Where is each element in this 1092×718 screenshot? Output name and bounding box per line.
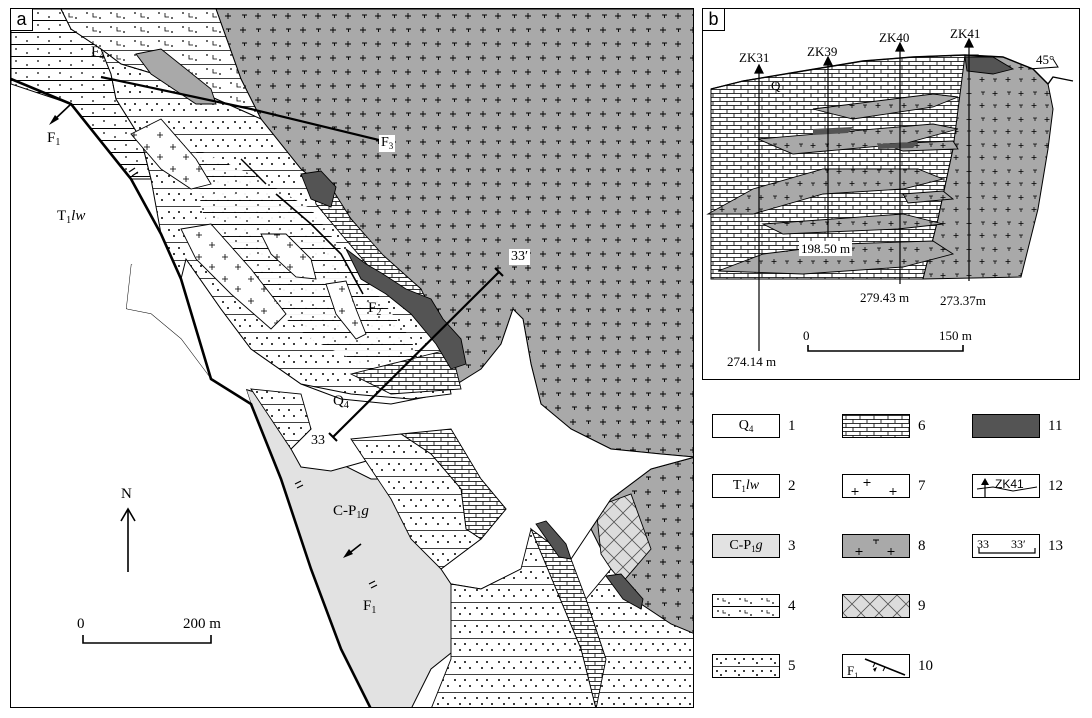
drillhole-zk39 [823, 55, 833, 237]
drillhole-zk40 [895, 41, 905, 284]
scale-bar-a [82, 635, 212, 644]
label-zk41: ZK41 [950, 26, 981, 41]
label-q-section: Q [771, 78, 781, 93]
fault-f1 [11, 77, 372, 707]
scale-a-zero: 0 [77, 616, 85, 632]
fault-f3 [100, 75, 384, 143]
label-q4: Q4 [333, 393, 349, 411]
label-t1lw: T1lw [57, 208, 86, 226]
label-section-start: 33 [309, 433, 327, 449]
cross-section-svg [706, 37, 1074, 352]
scale-a-end: 200 m [183, 616, 221, 632]
drillhole-zk31 [754, 63, 764, 351]
panel-b-section: b ZK31 ZK39 ZK40 ZK41 45° Q 198.50 m 279… [702, 8, 1080, 380]
label-zk31: ZK31 [739, 50, 770, 65]
panel-b-tag: b [703, 9, 725, 31]
scale-bar-b [807, 345, 964, 352]
legend: Q4 1 T1lw 2 C-P1g 3 4 5 6 7 8 9 F1 10 [702, 388, 1080, 710]
section-line-33 [332, 271, 500, 438]
topo-surface [710, 54, 1074, 90]
scale-b-end: 150 m [939, 328, 972, 343]
label-f3: F3 [379, 135, 396, 152]
label-f1-top: F1 [47, 130, 61, 148]
label-f4: F4 [91, 44, 105, 62]
geologic-map-svg [11, 9, 693, 707]
panel-a-map: a F4 F1 F3 T1lw F2 33′ Q4 33 N C-P1g F1 … [10, 8, 694, 708]
label-f2: F2 [368, 300, 382, 318]
panel-a-tag: a [11, 9, 33, 31]
label-zk40: ZK40 [879, 30, 910, 45]
orebody-lens [300, 170, 337, 208]
fault-f2 [275, 193, 364, 295]
label-depth-zk31: 274.14 m [727, 354, 777, 369]
label-zk39: ZK39 [807, 44, 838, 59]
label-dip: 45° [1036, 52, 1055, 67]
label-depth-zk41: 273.37m [940, 293, 986, 308]
label-f1-bottom: F1 [363, 598, 377, 616]
label-depth-zk40: 279.43 m [860, 290, 910, 305]
label-depth-zk39: 198.50 m [799, 241, 853, 256]
drillhole-zk41 [964, 37, 974, 281]
scale-b-zero: 0 [803, 328, 810, 343]
label-c-p1g: C-P1g [333, 503, 369, 521]
label-section-end: 33′ [509, 249, 531, 265]
label-north: N [121, 486, 132, 502]
